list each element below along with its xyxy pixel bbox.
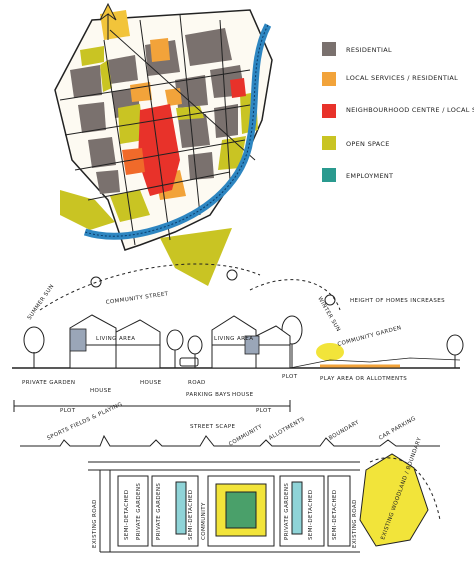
label-private-garden: PRIVATE GARDEN xyxy=(22,380,75,386)
winter-sun-path xyxy=(249,279,341,311)
label-semi-detached: SEMI-DETACHED xyxy=(332,489,338,540)
legend-label-3: OPEN SPACE xyxy=(346,140,390,148)
label-house: HOUSE xyxy=(140,380,162,386)
legend-swatch-employment xyxy=(322,168,336,182)
label-house: HOUSE xyxy=(232,392,254,398)
summer-sun-path xyxy=(39,263,261,311)
label-play-area: PLAY AREA OR ALLOTMENTS xyxy=(320,376,407,382)
community-park xyxy=(225,491,257,529)
label-private-gardens: PRIVATE GARDENS xyxy=(136,483,142,540)
label-car-parking: CAR PARKING xyxy=(378,416,417,442)
label-private-gardens: PRIVATE GARDENS xyxy=(156,483,162,540)
label-semi-detached: SEMI-DETACHED xyxy=(124,489,130,540)
north-arrow-icon xyxy=(99,2,117,40)
label-height-increase: HEIGHT OF HOMES INCREASES xyxy=(350,298,445,304)
label-plot: PLOT xyxy=(256,408,272,414)
sun-icon xyxy=(90,276,102,288)
label-living-area: LIVING AREA xyxy=(96,336,135,342)
label-sports-fields: SPORTS FIELDS & PLAYING xyxy=(46,402,123,442)
legend-label-1: LOCAL SERVICES / RESIDENTIAL xyxy=(346,74,458,82)
street-section: COMMUNITY STREET SUMMER SUN HEIGHT OF HO… xyxy=(12,263,464,414)
sun-icon xyxy=(324,294,336,306)
label-parking-bays: PARKING BAYS xyxy=(186,392,231,398)
label-community-street: COMMUNITY STREET xyxy=(105,291,169,306)
trees xyxy=(23,315,464,368)
label-semi-detached: SEMI-DETACHED xyxy=(188,489,194,540)
label-plot: PLOT xyxy=(60,408,76,414)
label-existing-road: EXISTING ROAD xyxy=(92,499,98,548)
label-house: HOUSE xyxy=(90,388,112,394)
houses xyxy=(69,314,291,369)
label-boundary: BOUNDARY xyxy=(328,419,361,441)
existing-woodland xyxy=(359,453,429,547)
car-icon xyxy=(179,357,199,367)
masterplan-map xyxy=(54,2,273,286)
legend: RESIDENTIAL LOCAL SERVICES / RESIDENTIAL… xyxy=(322,42,474,182)
label-living-area: LIVING AREA xyxy=(214,336,253,342)
site-plan: STREET SCAPE SPORTS FIELDS & PLAYING COM… xyxy=(20,402,441,553)
streetscape-skyline xyxy=(20,434,440,447)
legend-label-4: EMPLOYMENT xyxy=(346,172,393,180)
existing-road-north xyxy=(88,461,360,471)
legend-label-0: RESIDENTIAL xyxy=(346,46,392,54)
legend-swatch-open-space xyxy=(322,136,336,150)
legend-swatch-residential xyxy=(322,42,336,56)
label-community: COMMUNITY xyxy=(201,502,207,540)
plan-blocks xyxy=(117,475,351,547)
sun-icon xyxy=(226,269,238,281)
label-allotments: ALLOTMENTS xyxy=(268,416,306,442)
label-winter-sun: WINTER SUN xyxy=(316,296,341,333)
label-road: ROAD xyxy=(188,380,206,386)
label-existing-road: EXISTING ROAD xyxy=(352,499,358,548)
southern-open-space xyxy=(160,228,232,286)
street-grid xyxy=(59,14,256,246)
label-semi-detached: SEMI-DETACHED xyxy=(308,489,314,540)
label-private-gardens: PRIVATE GARDENS xyxy=(284,483,290,540)
label-summer-sun: SUMMER SUN xyxy=(27,284,56,322)
open-space-areas xyxy=(60,46,258,286)
neighbourhood-centre xyxy=(122,78,246,196)
label-community-garden: COMMUNITY GARDEN xyxy=(337,325,402,348)
community-garden-highlight xyxy=(316,343,344,361)
label-street-scape: STREET SCAPE xyxy=(190,424,236,430)
legend-swatch-local-services xyxy=(322,72,336,86)
legend-label-2: NEIGHBOURHOOD CENTRE / LOCAL SERVICES / … xyxy=(346,106,474,114)
legend-swatch-neighbourhood-centre xyxy=(322,104,336,118)
label-plot: PLOT xyxy=(282,374,298,380)
